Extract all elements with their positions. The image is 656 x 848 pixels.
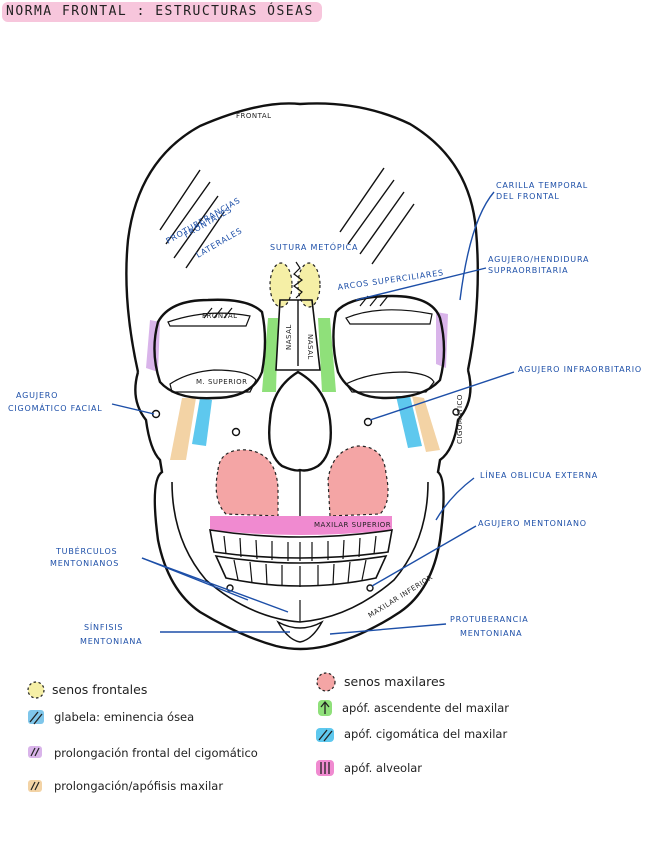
- label-agujero-infra: AGUJERO INFRAORBITARIO: [518, 365, 642, 374]
- svg-text:apóf. cigomática del maxilar: apóf. cigomática del maxilar: [344, 727, 507, 741]
- label-agujero-supra-2: SUPRAORBITARIA: [488, 266, 568, 275]
- svg-text:prolongación/apófisis maxilar: prolongación/apófisis maxilar: [54, 779, 223, 793]
- label-carilla-1: CARILLA TEMPORAL: [496, 181, 588, 190]
- right-orbit-floor: [345, 371, 435, 393]
- label-protuberancia-1: PROTUBERANCIA: [450, 615, 528, 624]
- leader-lines: [111, 191, 515, 635]
- upper-teeth: [209, 529, 393, 559]
- label-sinfisis-2: MENTONIANA: [80, 637, 142, 646]
- alveolar-process: [210, 516, 392, 535]
- left-orbit: [153, 298, 267, 400]
- mental-foramen-right: [366, 584, 374, 592]
- label-tuberculos-2: MENTONIANOS: [50, 559, 119, 568]
- zygomatic-maxilla-left: [192, 398, 212, 446]
- label-protuberancia-2: MENTONIANA: [460, 629, 522, 638]
- maxillar-process-left: [170, 398, 196, 460]
- label-agujero-supra-1: AGUJERO/HENDIDURA: [488, 255, 589, 264]
- label-agujero-cigo-2: CIGOMÁTICO FACIAL: [8, 402, 103, 413]
- label-arcos-superciliares: ARCOS SUPERCILIARES: [337, 268, 444, 292]
- svg-text:senos frontales: senos frontales: [52, 682, 147, 697]
- ascending-process-left: [262, 318, 278, 392]
- legend-item-senos-maxilares: senos maxilares: [316, 672, 445, 692]
- legend-item-apof-cigomatica: apóf. cigomática del maxilar: [316, 727, 507, 742]
- right-orbit-roof: [345, 309, 433, 325]
- lower-teeth: [214, 554, 388, 587]
- zygomatic-foramen-right: [452, 408, 460, 416]
- frontal-sinus-right: [297, 262, 321, 308]
- svg-text:prolongación frontal del cigom: prolongación frontal del cigomático: [54, 746, 258, 760]
- metopic-suture: [293, 261, 303, 299]
- zygomatic-frontal-right: [436, 312, 448, 368]
- lower-teeth-divisions: [233, 559, 367, 587]
- label-carilla-2: DEL FRONTAL: [496, 192, 560, 201]
- label-sinfisis-1: SÍNFISIS: [84, 621, 123, 632]
- left-orbit-roof: [167, 312, 251, 327]
- ascending-process-right: [318, 318, 336, 392]
- nasal-bones: [275, 299, 321, 371]
- svg-text:apóf. ascendente del maxilar: apóf. ascendente del maxilar: [342, 701, 509, 715]
- legend-item-prolongacion-frontal: prolongación frontal del cigomático: [28, 746, 258, 760]
- mental-protuberance: [276, 620, 324, 643]
- legend-item-apof-alveolar: apóf. alveolar: [316, 760, 422, 776]
- label-tuberculos-1: TUBÉRCULOS: [55, 545, 117, 556]
- label-agujero-cigo-1: AGUJERO: [16, 391, 58, 400]
- page-title: NORMA FRONTAL : ESTRUCTURAS ÓSEAS: [2, 2, 322, 22]
- upper-teeth-divisions: [223, 535, 377, 561]
- legend-item-senos-frontales: senos frontales: [27, 681, 147, 699]
- label-sutura-metopica: SUTURA METÓPICA: [270, 241, 358, 252]
- maxillary-sinus-right: [327, 445, 389, 517]
- legend-item-prolongacion-maxilar: prolongación/apófisis maxilar: [28, 779, 223, 793]
- label-cigomatico: CIGOMÁTICO: [455, 394, 464, 444]
- label-linea-oblicua: LÍNEA OBLICUA EXTERNA: [480, 469, 598, 480]
- label-agujero-mentoniano: AGUJERO MENTONIANO: [478, 519, 587, 528]
- zygomatic-frontal-left: [146, 320, 160, 372]
- label-frontal-top: FRONTAL: [236, 112, 272, 120]
- legend-item-glabela: glabela: eminencia ósea: [28, 710, 194, 725]
- maxillary-sinus-left: [215, 449, 279, 517]
- legend: senos frontales glabela: eminencia ósea …: [27, 672, 509, 793]
- nasal-aperture: [268, 370, 332, 472]
- label-nasal-left: NASAL: [285, 324, 293, 350]
- svg-text:glabela: eminencia ósea: glabela: eminencia ósea: [54, 710, 194, 724]
- frontal-sinus-left: [269, 262, 293, 308]
- label-maxilar-superior: MAXILAR SUPERIOR: [314, 521, 391, 529]
- svg-text:senos maxilares: senos maxilares: [344, 674, 445, 689]
- cranium-outline: [125, 102, 479, 373]
- maxillar-process-right: [412, 396, 440, 452]
- right-orbit: [332, 294, 446, 400]
- label-orbit-frontal: FRONTAL: [202, 312, 238, 320]
- infraorbital-foramen-left: [231, 427, 241, 437]
- frontal-hatching-left: [159, 169, 225, 269]
- left-orbit-floor: [169, 369, 257, 393]
- label-nasal-right: NASAL: [306, 334, 314, 360]
- label-orbit-maxsup: M. SUPERIOR: [196, 378, 248, 386]
- frontal-hatching-right: [339, 167, 415, 265]
- left-cheek-outline: [134, 369, 472, 651]
- legend-item-apof-ascendente: apóf. ascendente del maxilar: [318, 700, 509, 716]
- svg-text:apóf. alveolar: apóf. alveolar: [344, 761, 422, 775]
- infraorbital-foramen-right: [363, 417, 373, 427]
